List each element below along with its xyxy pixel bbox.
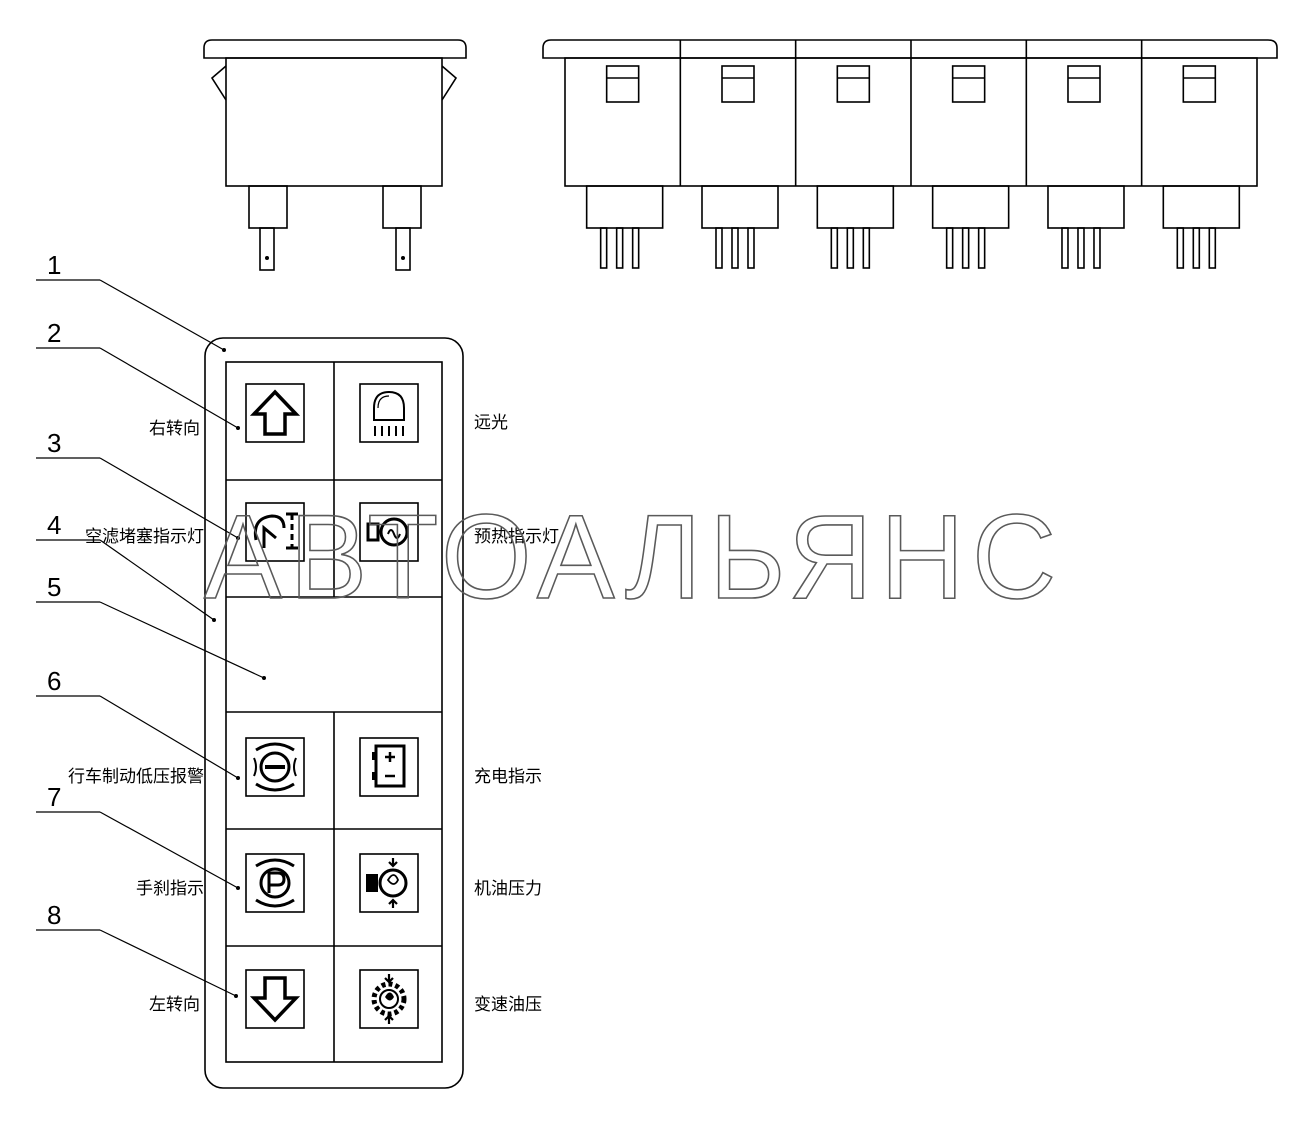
parking-brake-icon [255,858,295,908]
callout-3: 3 [47,428,61,458]
switch-module-outline [1077,227,1085,269]
switch-module-outline [585,185,664,229]
callout-7: 7 [47,782,61,812]
label-air-filter: 空滤堵塞指示灯 [85,527,204,547]
label-brake-pressure: 行车制动低压报警 [68,767,204,787]
switch-module-outline [862,227,871,269]
switch-side-view [203,39,467,271]
switch-module-outline [836,65,871,103]
callout-6: 6 [47,666,61,696]
switch-module-outline [830,227,839,269]
switch-module-outline [701,185,779,229]
label-handbrake: 手刹指示 [136,879,204,899]
switch-module-outline [1093,227,1101,269]
switch-module-outline [816,185,895,229]
air-filter-icon [253,512,298,550]
switch-module-outline [1047,185,1125,229]
callout-5: 5 [47,572,61,602]
transmission-oil-icon [371,974,407,1024]
switch-module-outline [846,227,855,269]
indicator-labels: 右转向 远光 空滤堵塞指示灯 预热指示灯 行车制动低压报警 充电指示 手刹指示 … [68,413,559,1015]
switch-module-outline [731,227,739,269]
switch-module-outline [1208,227,1217,269]
callout-leaders [36,279,266,998]
switch-module-outline [1176,227,1185,269]
switch-module-outline [945,227,954,269]
switch-module-outline [721,65,755,103]
indicator-panel [204,337,464,1089]
switch-module-outline [747,227,755,269]
callout-numbers: 1 2 3 4 5 6 7 8 [47,250,61,930]
label-right-turn: 右转向 [149,419,200,439]
label-charging: 充电指示 [474,767,542,787]
switch-module-outline [951,65,986,103]
callout-8: 8 [47,900,61,930]
switch-module-outline [1192,227,1201,269]
switch-module-outline [1061,227,1069,269]
switch-bank-front-view [542,39,1278,269]
switch-module-outline [1067,65,1101,103]
callout-1: 1 [47,250,61,280]
switch-module-outline [615,227,624,269]
high-beam-icon [373,390,405,436]
label-high-beam: 远光 [474,413,508,433]
switch-module-outline [1182,65,1217,103]
watermark: АВТОАЛЬЯНС [204,490,1064,624]
switch-module-outline [977,227,986,269]
switch-module-outline [931,185,1010,229]
switch-module-outline [715,227,723,269]
brake-icon [253,742,297,792]
callout-4: 4 [47,510,61,540]
switch-module-outline [961,227,970,269]
label-transmission-oil: 变速油压 [474,995,542,1015]
switch-module-outline [599,227,608,269]
switch-module-outline [605,65,640,103]
label-left-turn: 左转向 [149,995,200,1015]
arrow-down-icon [249,976,301,1023]
glow-plug-icon [366,517,409,547]
battery-icon [372,744,406,788]
arrow-up-icon [249,389,301,436]
switch-module-outline [631,227,640,269]
switch-module-outline [1162,185,1241,229]
callout-2: 2 [47,318,61,348]
label-preheat: 预热指示灯 [474,527,559,547]
oil-pressure-icon [366,858,408,908]
label-oil-pressure: 机油压力 [474,879,542,899]
